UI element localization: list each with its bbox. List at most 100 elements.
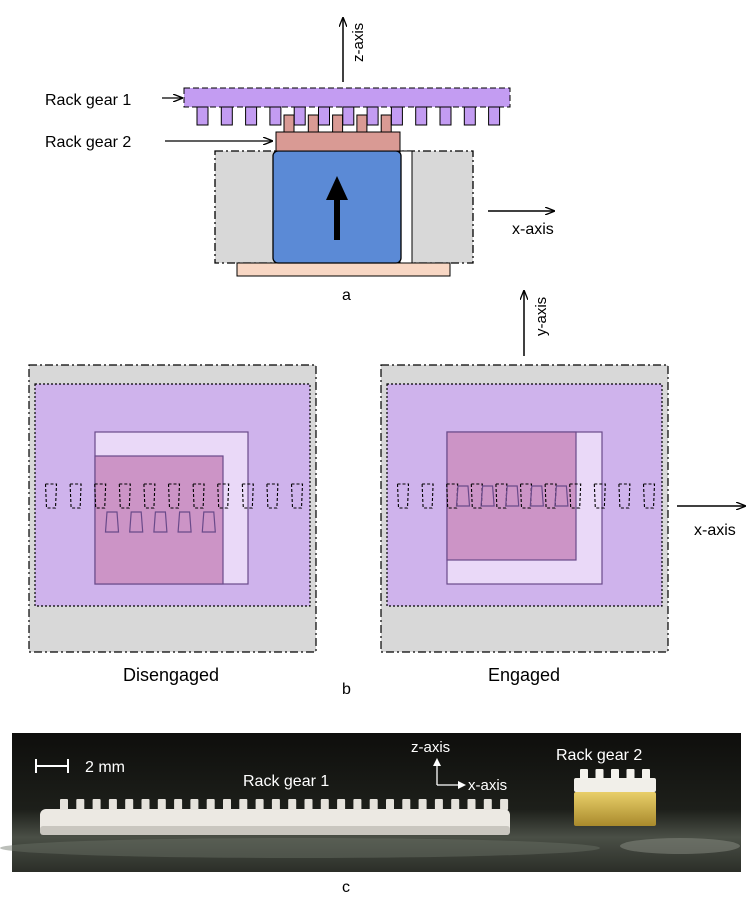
rack-gear-2-body [275,131,401,152]
y-axis-label: y-axis [533,297,550,336]
engaged-rack2-tooth [529,485,544,507]
panel-c-photo: 2 mm Rack gear 1 z-axis x-axis Rack gear… [0,733,741,896]
photo-rack-gear-1-tooth [288,799,297,810]
photo-rack-gear-1-tooth [157,799,166,810]
actuator-arrow-head [326,176,348,200]
panel-c-caption: c [342,879,350,896]
x-axis-label-a: x-axis [512,221,554,238]
panel-b: y-axis Disengaged Engaged x-axis b [28,291,745,698]
disengaged-rack1-tooth [290,483,304,509]
rack-gear-1-tooth [488,106,501,126]
disengaged-rack1-tooth [69,483,82,509]
engaged-rack1-tooth [593,483,606,509]
engaged-rack2-tooth [455,485,471,507]
disengaged-rack1-teeth [44,483,304,509]
disengaged-rack1-tooth [217,483,230,509]
photo-rack-gear-1-tooth [60,799,68,810]
rack-gear-2-tooth [332,114,344,133]
disengaged-rack2-tooth [104,511,120,533]
rack-gear-1-tooth [415,106,428,126]
photo-rack-gear-1-tooth [467,799,476,810]
rack-gear-1-label: Rack gear 1 [45,92,131,109]
engaged-rack2-teeth [455,485,569,507]
photo-rack-gear-1-tooth [125,799,134,810]
photo-rack-gear-1-tooth [190,799,199,810]
disengaged-rack2-square [94,455,224,585]
rack-gear-1-tooth [463,106,476,126]
disengaged-rack1-tooth [143,483,156,509]
photo-rack-gear-1-tooth [500,799,509,810]
disengaged-rack2-teeth [104,511,216,533]
x-axis-label-b: x-axis [694,522,736,539]
surface-reflection [0,838,600,858]
engaged-rack1-tooth [470,483,483,509]
photo-rack-gear-2-tooth [595,769,604,779]
disengaged-rack2-tooth [153,511,168,533]
disengaged-rack2-tooth [201,511,216,533]
rack-gear-1-tooth [220,106,233,126]
rack-gear-1-tooth [269,106,282,126]
rack-gear-1-tooth [245,106,258,126]
photo-rack-gear-1-tooth [141,799,150,810]
engaged-rack1-tooth [642,483,656,509]
disengaged-rack1-tooth [266,483,279,509]
photo-rack-gear-1-teeth [60,799,509,810]
photo-rack-gear-2-tooth [611,769,619,779]
rack-gear-1-teeth [196,106,501,126]
engaged-rack1-tooth [495,483,508,509]
disengaged-label: Disengaged [123,665,219,685]
photo-rack-gear-1-tooth [304,799,313,810]
photo-rack-gear-1-tooth [483,799,492,810]
rack-gear-1-tooth [293,106,306,126]
engaged-rack1-tooth [396,483,410,509]
photo-rack-gear-1-tooth [206,799,215,810]
photo-rack-gear-1-tooth [353,799,362,810]
panel-b-caption: b [342,681,351,698]
photo-rack-gear-1-tooth [418,799,427,810]
photo-rack-gear-1-tooth [255,799,264,810]
rack-gear-2-tooth [356,114,368,133]
photo-rack-gear-1-tooth [386,799,394,810]
photo-rack-gear-1-tooth [337,799,346,810]
disengaged-rack2-tooth [177,511,192,533]
surface-highlight [620,838,740,854]
photo-rack-gear-2-teeth [580,769,650,779]
rack-gear-2-label: Rack gear 2 [45,134,131,151]
panel-a-caption: a [342,287,351,304]
disengaged-rack1-tooth [44,483,58,509]
photo-rack-gear-1-tooth [239,799,248,810]
photo-rack-gear-1-tooth [271,799,280,810]
disengaged-rack1-tooth [118,483,131,509]
photo-rack-gear-1-shade [40,826,510,835]
engaged-view: Engaged [380,364,669,685]
engaged-label: Engaged [488,665,560,685]
rack-gear-1-body [183,87,511,108]
engaged-rack2-tooth [480,485,495,507]
engaged-rack1-tooth [544,483,557,509]
disengaged-rack1-tooth [241,483,254,509]
photo-rack-gear-1-tooth [434,799,443,810]
rack-gear-2-tooth [307,114,319,133]
rack-gear-2-tooth [283,114,295,133]
photo-rack-gear-1-tooth [451,799,460,810]
engaged-rack1-tooth [446,483,459,509]
photo-rack-gear-2-tooth [580,769,588,779]
disengaged-rack1-tooth [192,483,205,509]
photo-rack-gear-1-tooth [174,799,183,810]
photo-rack-gear-1-tooth [92,799,101,810]
disengaged-view: Disengaged [28,364,317,685]
photo-rack-gear-1-tooth [320,799,329,810]
engaged-rack1-tooth [519,483,533,509]
photo-rack-gear-1-tooth [108,799,117,810]
rack-gear-1-tooth [390,106,403,126]
engaged-rack1-teeth [396,483,656,509]
engaged-rack2-tooth [554,485,569,507]
engaged-rack2-tooth [505,485,520,507]
engaged-rack2-square [446,431,577,561]
photo-rack-gear-1-tooth [369,799,378,810]
photo-rack-gear-1-tooth [76,799,85,810]
base-plate [236,262,451,277]
photo-z-axis-label: z-axis [411,739,450,756]
engaged-rack1-tooth [569,483,582,509]
